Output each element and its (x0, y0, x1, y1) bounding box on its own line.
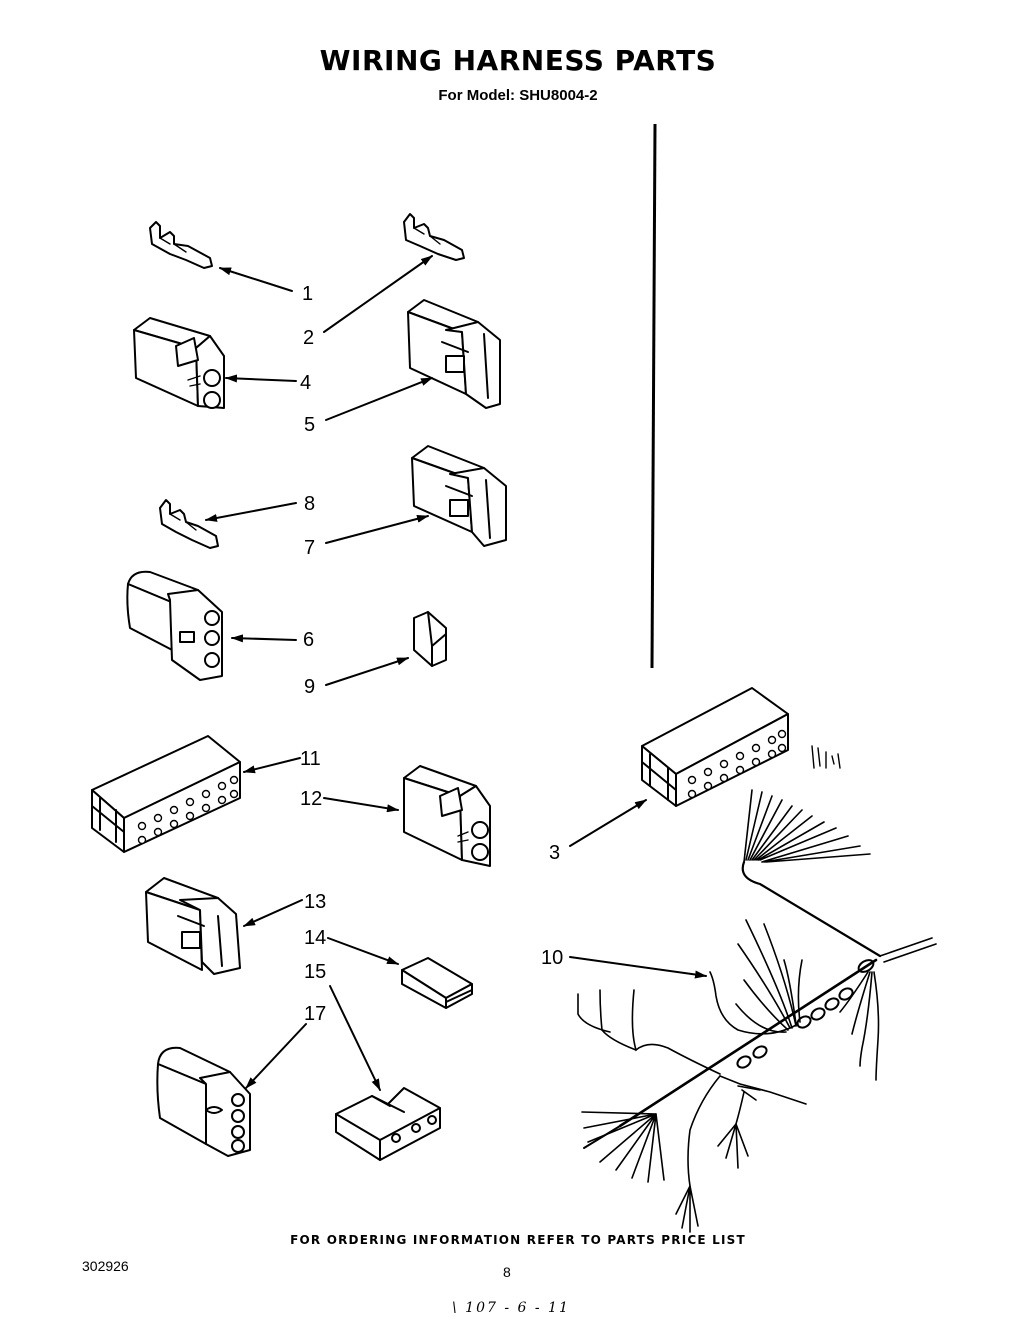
part-17-connector (156, 1046, 251, 1157)
callout-12: 12 (300, 788, 322, 810)
callout-10: 10 (541, 947, 563, 969)
callout-9: 9 (304, 676, 315, 698)
callout-numbers: 1 2 4 5 8 7 6 9 11 12 13 14 15 17 3 10 (300, 283, 563, 1025)
callout-1: 1 (302, 283, 313, 305)
page-title: WIRING HARNESS PARTS (319, 44, 717, 77)
callout-2: 2 (303, 327, 314, 349)
callout-14: 14 (304, 927, 326, 949)
callout-17: 17 (304, 1003, 326, 1025)
part-12-connector (403, 765, 491, 867)
part-14-block (401, 957, 473, 1009)
callout-4: 4 (300, 372, 311, 394)
divider-line (650, 123, 657, 669)
part-6-connector (126, 570, 223, 681)
part-2-terminal (403, 213, 465, 261)
callout-13: 13 (304, 891, 326, 913)
part-9-spacer (413, 611, 447, 667)
part-4-connector (133, 317, 225, 409)
page-number: 8 (503, 1264, 511, 1280)
part-11-connector (91, 735, 241, 853)
part-10-wiring-harness (577, 789, 937, 1233)
part-8-terminal (159, 499, 219, 549)
model-subtitle: For Model: SHU8004-2 (438, 87, 598, 104)
callout-leaders (205, 255, 707, 1091)
part-13-connector (145, 877, 241, 975)
callout-7: 7 (304, 537, 315, 559)
part-5-connector (407, 299, 501, 409)
part-1-terminal (149, 221, 213, 269)
part-3-connector (641, 687, 841, 807)
callout-8: 8 (304, 493, 315, 515)
callout-3: 3 (549, 842, 560, 864)
ordering-note: FOR ORDERING INFORMATION REFER TO PARTS … (290, 1233, 746, 1247)
callout-5: 5 (304, 414, 315, 436)
callout-6: 6 (303, 629, 314, 651)
handwritten-note: \ 107 - 6 - 11 (452, 1300, 570, 1316)
document-number: 302926 (82, 1258, 129, 1274)
part-7-connector (411, 445, 507, 547)
callout-15: 15 (304, 961, 326, 983)
callout-11: 11 (300, 748, 321, 770)
part-15-connector (335, 1087, 441, 1161)
